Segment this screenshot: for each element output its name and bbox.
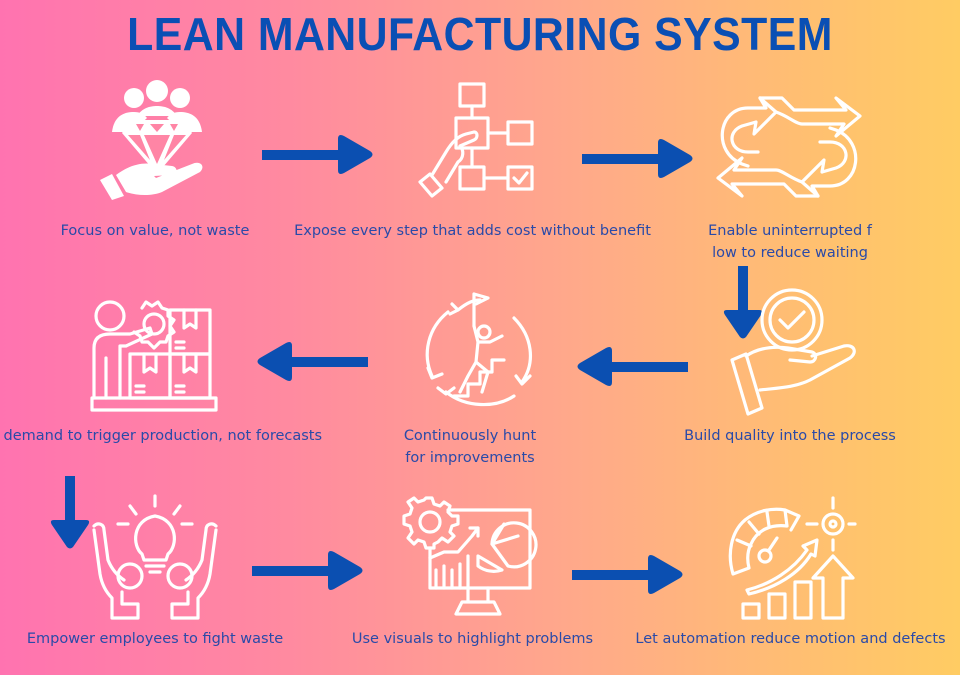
step-label-use-visuals: Use visuals to highlight problems xyxy=(351,631,594,647)
continuous-flow-arrows-icon xyxy=(716,96,864,200)
step-label-continuously-hunt: Continuously hunt for improvements xyxy=(370,425,570,469)
step-label-demand-trigger: e demand to trigger production, not fore… xyxy=(0,428,323,444)
step-label-line: low to reduce waiting xyxy=(712,245,868,261)
quality-check-hand-icon xyxy=(728,288,858,420)
arrow-left-5-to-6 xyxy=(255,340,370,383)
automation-speed-growth-icon xyxy=(727,494,857,622)
page-title: LEAN MANUFACTURING SYSTEM xyxy=(127,8,833,60)
arrow-down-3-to-4 xyxy=(722,266,764,340)
step-label-build-quality: Build quality into the process xyxy=(684,428,896,444)
step-label-line: for improvements xyxy=(405,450,535,466)
empowered-employees-idea-icon xyxy=(90,494,220,620)
visual-dashboard-monitor-icon xyxy=(402,496,538,620)
step-label-enable-uninterrupted-flow: Enable uninterrupted f low to reduce wai… xyxy=(690,220,890,264)
value-diamond-hand-icon xyxy=(92,78,222,200)
arrow-right-2-to-3 xyxy=(580,137,695,180)
arrow-left-4-to-5 xyxy=(575,345,690,388)
pull-production-boxes-icon xyxy=(90,298,220,414)
improvement-climber-icon xyxy=(418,292,542,410)
step-label-expose-every-step: Expose every step that adds cost without… xyxy=(294,223,651,239)
step-label-let-automation: Let automation reduce motion and defects xyxy=(635,631,946,647)
arrow-right-8-to-9 xyxy=(570,553,685,596)
step-label-empower-employees: Empower employees to fight waste xyxy=(26,631,284,647)
step-label-line: Enable uninterrupted f xyxy=(708,223,872,239)
step-label-focus-on-value: Focus on value, not waste xyxy=(60,223,250,239)
arrow-right-7-to-8 xyxy=(250,549,365,592)
step-label-line: Continuously hunt xyxy=(403,428,537,444)
arrow-down-6-to-7 xyxy=(49,476,91,550)
process-map-hand-icon xyxy=(418,82,538,202)
arrow-right-1-to-2 xyxy=(260,133,375,176)
